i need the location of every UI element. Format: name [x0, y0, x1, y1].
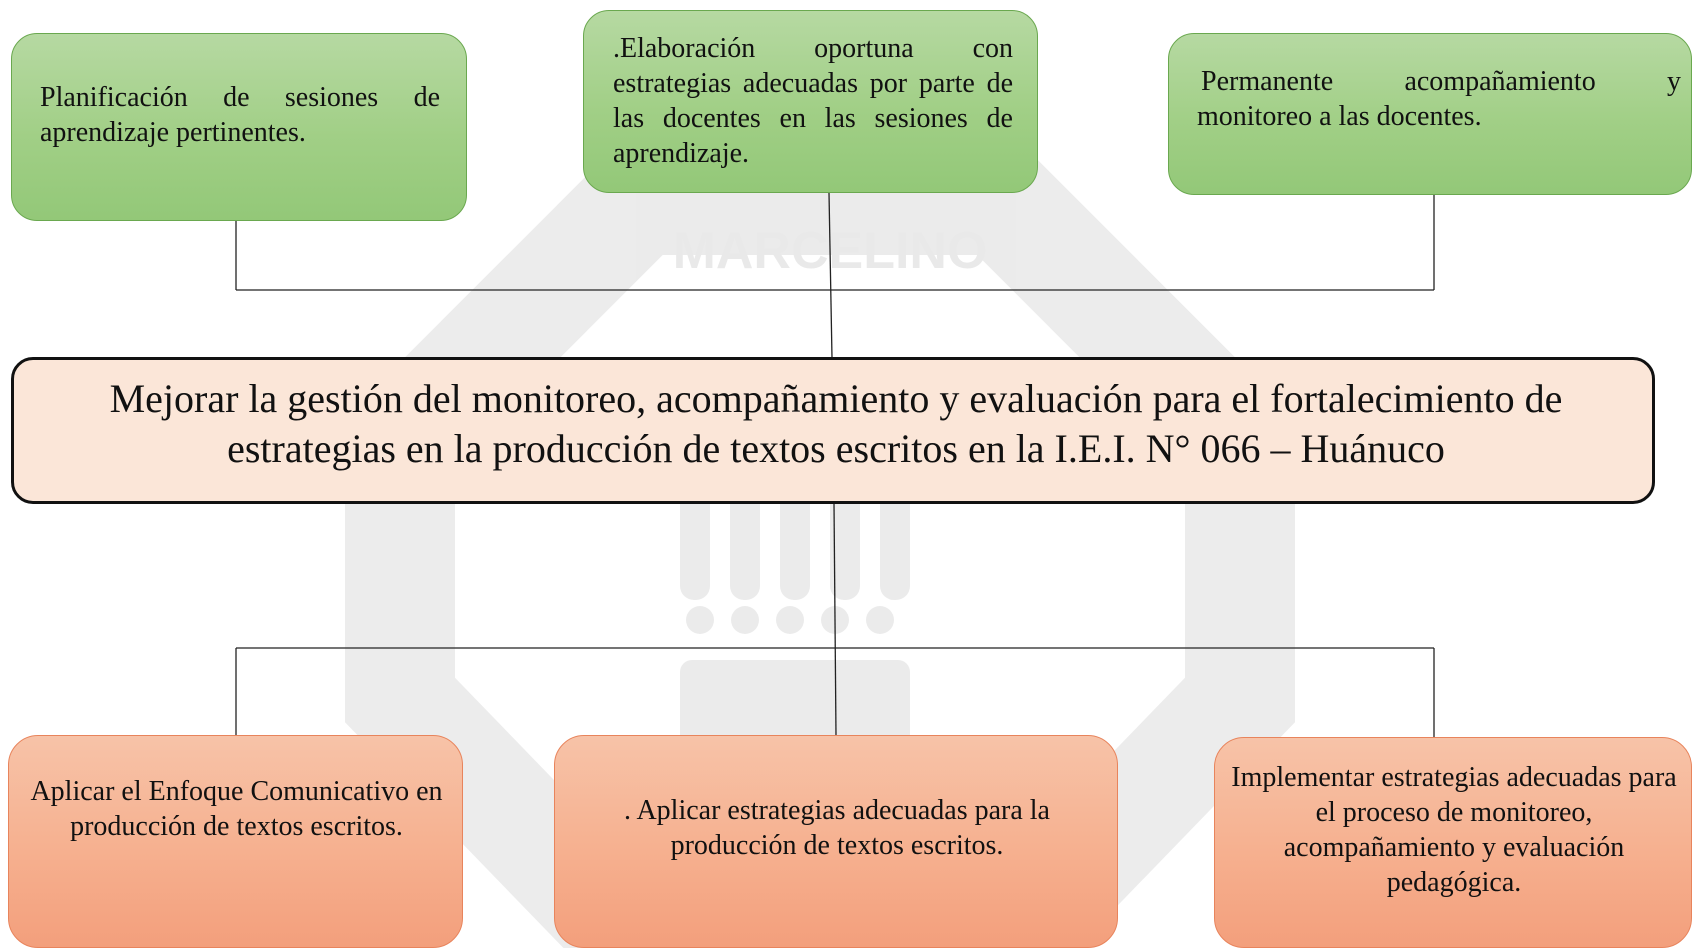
- top-box-elaboracion-text: .Elaboración oportuna con estrategias ad…: [613, 31, 1013, 171]
- top-box-planificacion-line1: Planificación de sesiones de: [40, 82, 440, 113]
- top-box-elaboracion-line2: estrategias adecuadas por parte de las d…: [613, 68, 1013, 169]
- connectors: [235, 192, 1435, 737]
- top-center-connector: [828, 192, 833, 359]
- bottom-box-enfoque: Aplicar el Enfoque Comunicativo en produ…: [8, 735, 463, 948]
- watermark-seal-ring: [345, 145, 1295, 948]
- top-box-elaboracion-line1: .Elaboración oportuna con: [613, 33, 1013, 64]
- bottom-box-enfoque-text: Aplicar el Enfoque Comunicativo en produ…: [30, 776, 443, 842]
- top-box-elaboracion: .Elaboración oportuna con estrategias ad…: [583, 10, 1038, 193]
- top-box-acompanamiento: Permanente acompañamiento y monitoreo a …: [1168, 33, 1692, 195]
- top-box-planificacion-line2: aprendizaje pertinentes.: [40, 117, 306, 148]
- central-down-connector: [833, 502, 837, 737]
- central-objective-box: Mejorar la gestión del monitoreo, acompa…: [11, 357, 1655, 504]
- central-objective-text: Mejorar la gestión del monitoreo, acompa…: [109, 376, 1563, 471]
- top-box-planificacion-text: Planificación de sesiones de aprendizaje…: [40, 80, 440, 150]
- top-box-acompanamiento-text: Permanente acompañamiento y monitoreo a …: [1197, 64, 1681, 134]
- top-box-planificacion: Planificación de sesiones de aprendizaje…: [11, 33, 467, 221]
- bottom-box-implementar: Implementar estrategias adecuadas para e…: [1214, 737, 1692, 948]
- bottom-box-estrategias-text: . Aplicar estrategias adecuadas para la …: [623, 795, 1050, 861]
- top-box-acompanamiento-line2: monitoreo a las docentes.: [1197, 101, 1482, 132]
- bottom-box-estrategias: . Aplicar estrategias adecuadas para la …: [554, 735, 1118, 948]
- top-box-acompanamiento-line1: Permanente acompañamiento y: [1201, 66, 1681, 97]
- bottom-box-implementar-text: Implementar estrategias adecuadas para e…: [1231, 762, 1677, 898]
